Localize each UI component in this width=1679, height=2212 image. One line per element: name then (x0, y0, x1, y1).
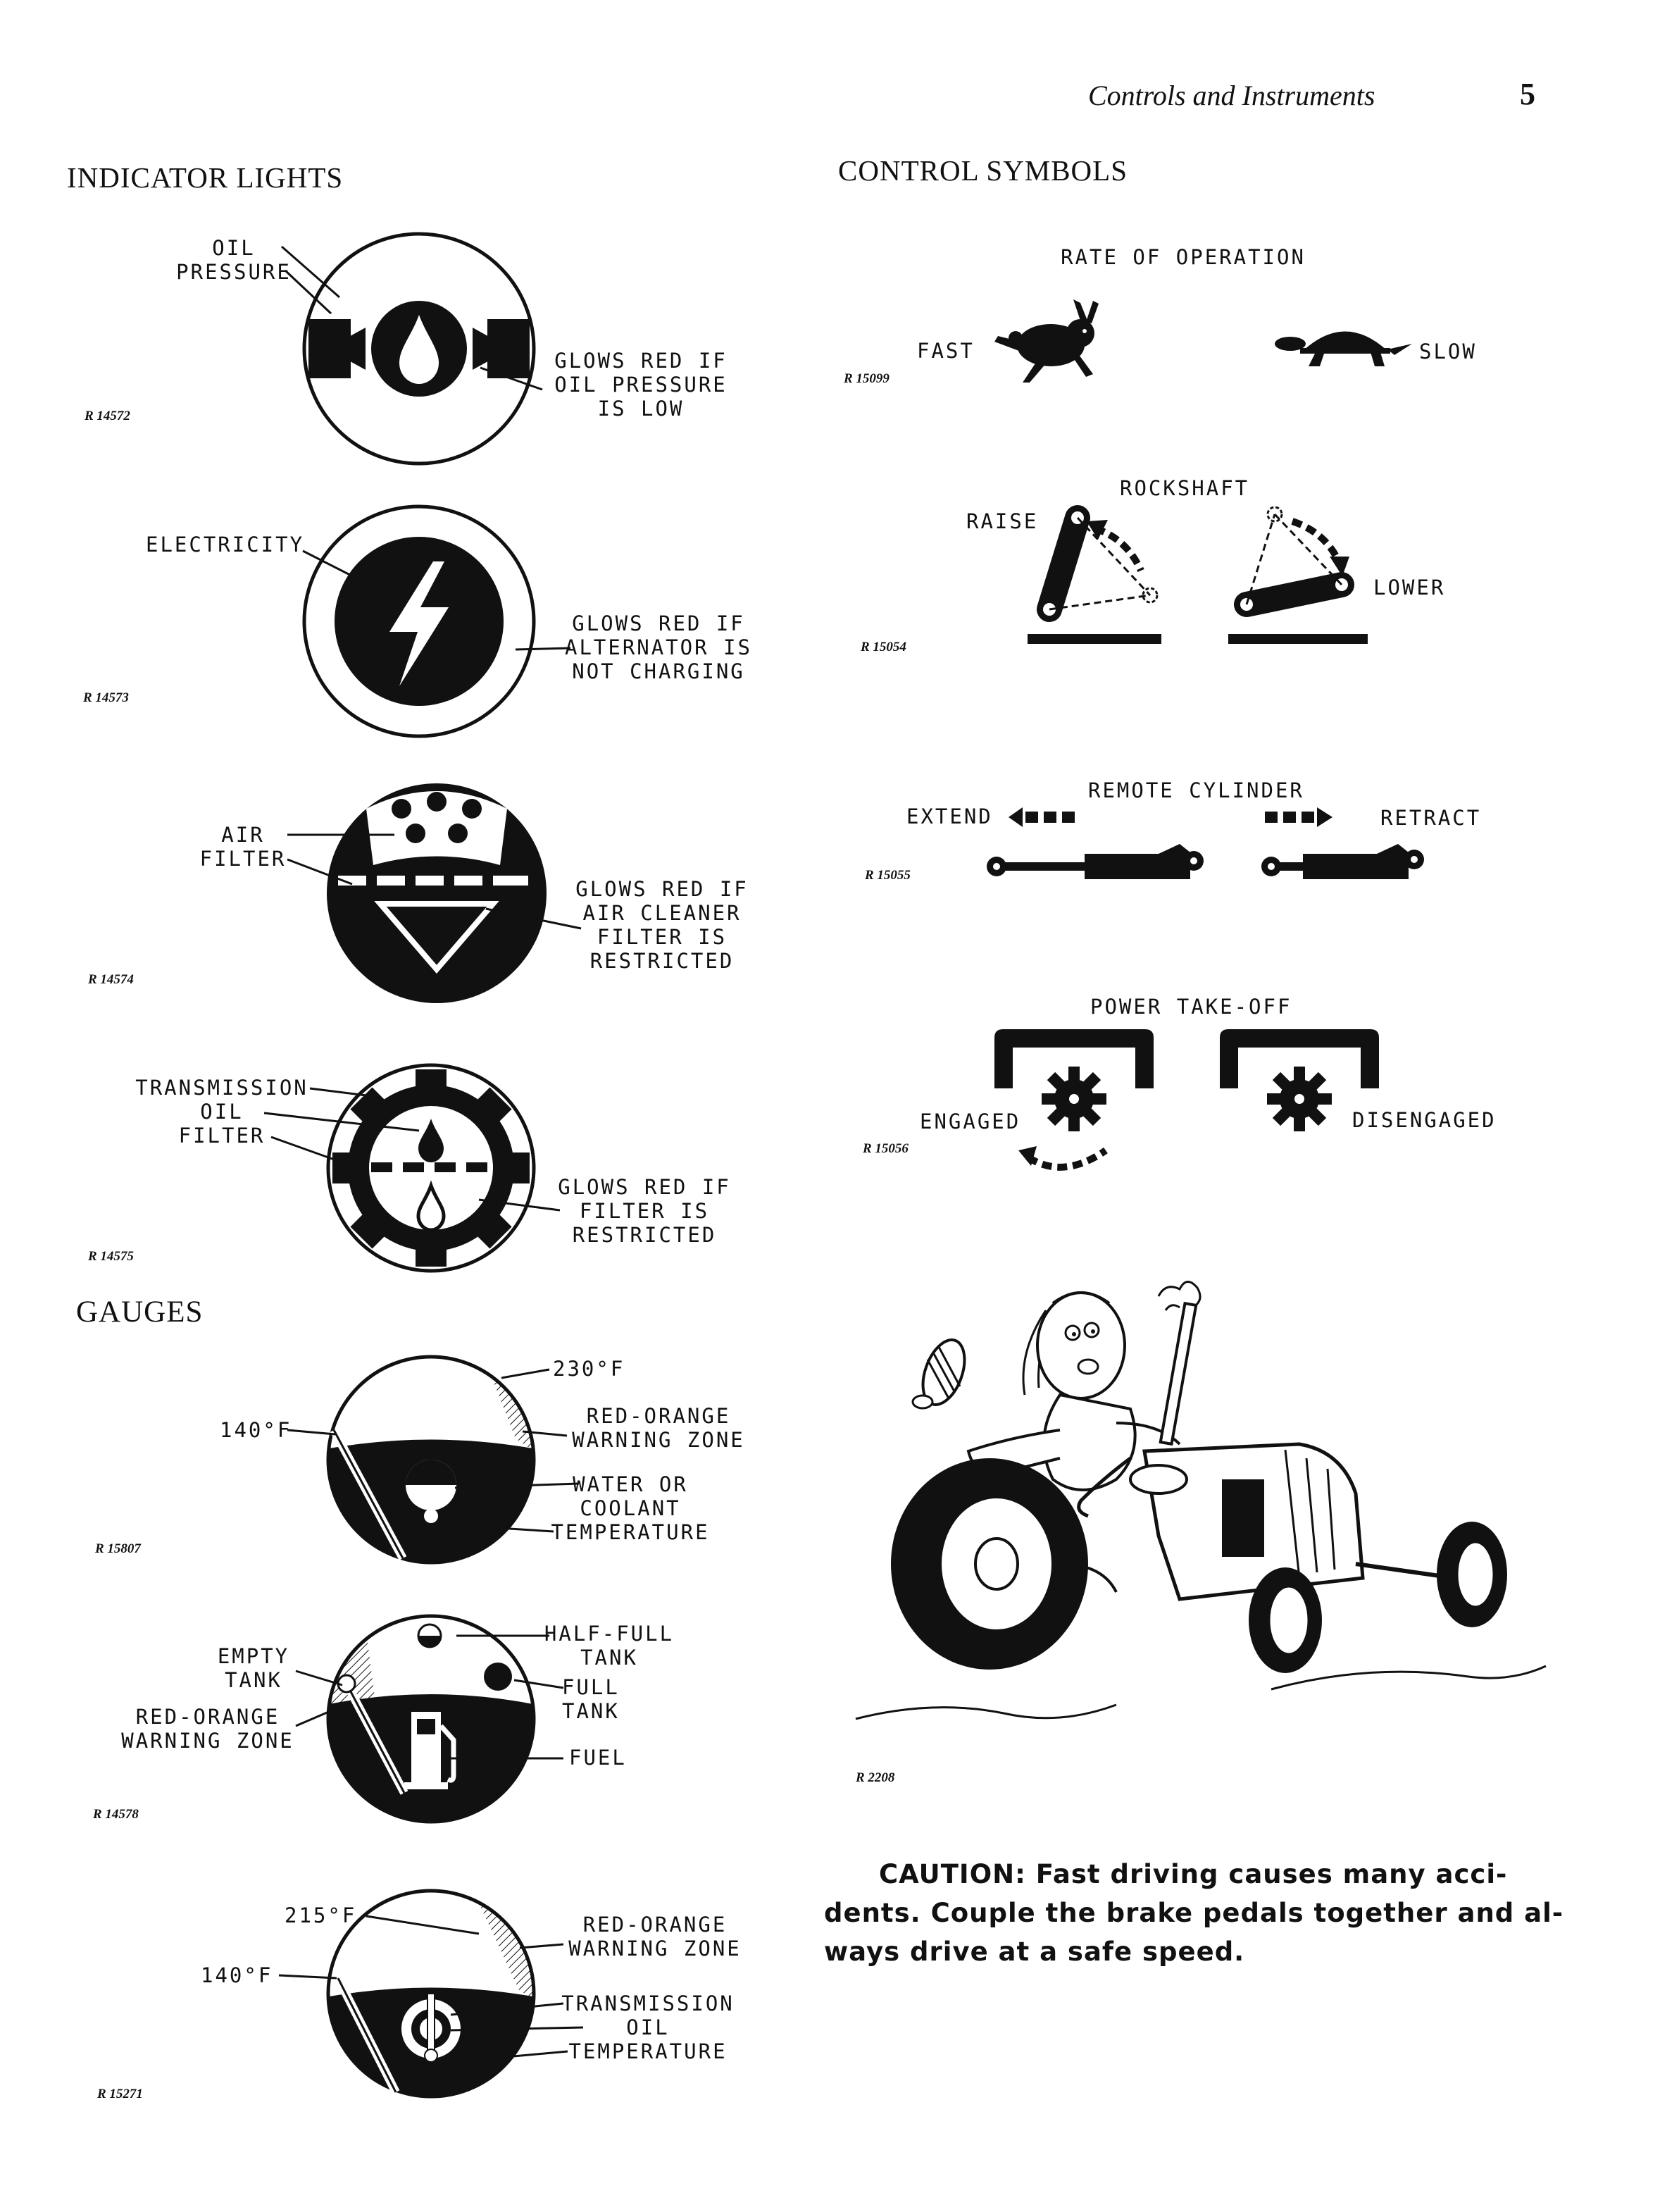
caution-line-3: ways drive at a safe speed. (824, 1937, 1245, 1967)
rockshaft-raise-label: RAISE (966, 509, 1039, 533)
fuel-warning-zone-label: RED-ORANGE WARNING ZONE (121, 1705, 294, 1753)
rate-of-operation-title: RATE OF OPERATION (1061, 245, 1306, 269)
control-symbols-heading: CONTROL SYMBOLS (838, 154, 1128, 187)
coolant-gauge-figure-number: R 15807 (95, 1541, 141, 1556)
tractor-driver-cartoon-illustration (855, 1281, 1547, 1720)
page-header-title: Controls and Instruments (1088, 80, 1375, 111)
fuel-empty-tank-label: EMPTY TANK (217, 1644, 290, 1692)
oil-pressure-note: GLOWS RED IF OIL PRESSURE IS LOW (554, 349, 728, 421)
air-filter-figure-number: R 14574 (88, 972, 134, 987)
gauges-heading: GAUGES (76, 1295, 204, 1329)
fuel-gauge-icon (326, 1614, 536, 1824)
transmission-oil-temperature-gauge-icon (326, 1889, 536, 2099)
transmission-warning-zone-label: RED-ORANGE WARNING ZONE (568, 1913, 742, 1961)
pto-title: POWER TAKE-OFF (1090, 995, 1292, 1019)
rockshaft-lower-icon (1228, 506, 1368, 644)
coolant-temperature-label: WATER OR COOLANT TEMPERATURE (551, 1472, 710, 1544)
electricity-label: ELECTRICITY (146, 533, 305, 557)
transmission-oil-filter-note: GLOWS RED IF FILTER IS RESTRICTED (558, 1175, 731, 1247)
rockshaft-lower-label: LOWER (1373, 576, 1446, 599)
remote-extend-icon (987, 807, 1204, 879)
rockshaft-raise-icon (1028, 505, 1161, 644)
coolant-temperature-gauge-icon (326, 1355, 536, 1565)
electricity-indicator-icon (302, 504, 536, 738)
remote-cylinder-figure-number: R 15055 (865, 868, 911, 883)
pto-engaged-icon (994, 1029, 1154, 1171)
remote-cylinder-title: REMOTE CYLINDER (1088, 778, 1304, 802)
pto-disengaged-icon (1220, 1029, 1379, 1131)
rate-slow-label: SLOW (1419, 340, 1477, 364)
air-filter-label: AIR FILTER (199, 823, 287, 871)
coolant-hot-temp-label: 230°F (553, 1357, 625, 1381)
fuel-gauge-figure-number: R 14578 (93, 1807, 139, 1822)
pto-engaged-label: ENGAGED (920, 1110, 1021, 1133)
pto-disengaged-label: DISENGAGED (1352, 1108, 1497, 1132)
cartoon-figure-number: R 2208 (856, 1770, 895, 1785)
electricity-figure-number: R 14573 (83, 690, 129, 705)
coolant-low-temp-label: 140°F (220, 1418, 292, 1442)
remote-retract-icon (1261, 807, 1424, 879)
oil-pressure-indicator-icon (302, 232, 536, 466)
rockshaft-title: ROCKSHAFT (1120, 476, 1250, 500)
transmission-gauge-figure-number: R 15271 (97, 2087, 143, 2101)
pto-figure-number: R 15056 (863, 1141, 909, 1156)
transmission-oil-temperature-label: TRANSMISSION OIL TEMPERATURE (561, 1992, 735, 2063)
transmission-oil-filter-label: TRANSMISSION OIL FILTER (135, 1076, 308, 1148)
rate-figure-number: R 15099 (844, 371, 890, 386)
coolant-warning-zone-label: RED-ORANGE WARNING ZONE (572, 1404, 745, 1452)
fuel-label: FUEL (569, 1746, 627, 1770)
remote-extend-label: EXTEND (906, 804, 993, 828)
oil-pressure-label: OIL PRESSURE (176, 236, 292, 284)
turtle-icon (1275, 331, 1412, 366)
transmission-oil-filter-indicator-icon (326, 1063, 536, 1273)
rate-fast-label: FAST (917, 339, 975, 363)
transmission-low-temp-label: 140°F (201, 1963, 273, 1987)
transmission-oil-filter-figure-number: R 14575 (88, 1249, 134, 1264)
rabbit-icon (994, 299, 1099, 383)
air-filter-note: GLOWS RED IF AIR CLEANER FILTER IS RESTR… (575, 877, 749, 973)
rockshaft-figure-number: R 15054 (861, 640, 906, 654)
caution-text: CAUTION: Fast driving causes many acci- … (824, 1855, 1563, 1971)
fuel-half-full-tank-label: HALF-FULL TANK (544, 1622, 675, 1670)
indicator-lights-heading: INDICATOR LIGHTS (67, 161, 344, 194)
caution-line-2: dents. Couple the brake pedals together … (824, 1898, 1564, 1928)
air-filter-indicator-icon (327, 783, 547, 1003)
caution-line-1: CAUTION: Fast driving causes many acci- (879, 1859, 1508, 1889)
fuel-full-tank-label: FULL TANK (562, 1675, 620, 1723)
page-number: 5 (1520, 77, 1535, 111)
remote-retract-label: RETRACT (1380, 806, 1482, 830)
oil-pressure-figure-number: R 14572 (85, 409, 130, 423)
electricity-note: GLOWS RED IF ALTERNATOR IS NOT CHARGING (565, 611, 752, 683)
transmission-hot-temp-label: 215°F (285, 1903, 357, 1927)
